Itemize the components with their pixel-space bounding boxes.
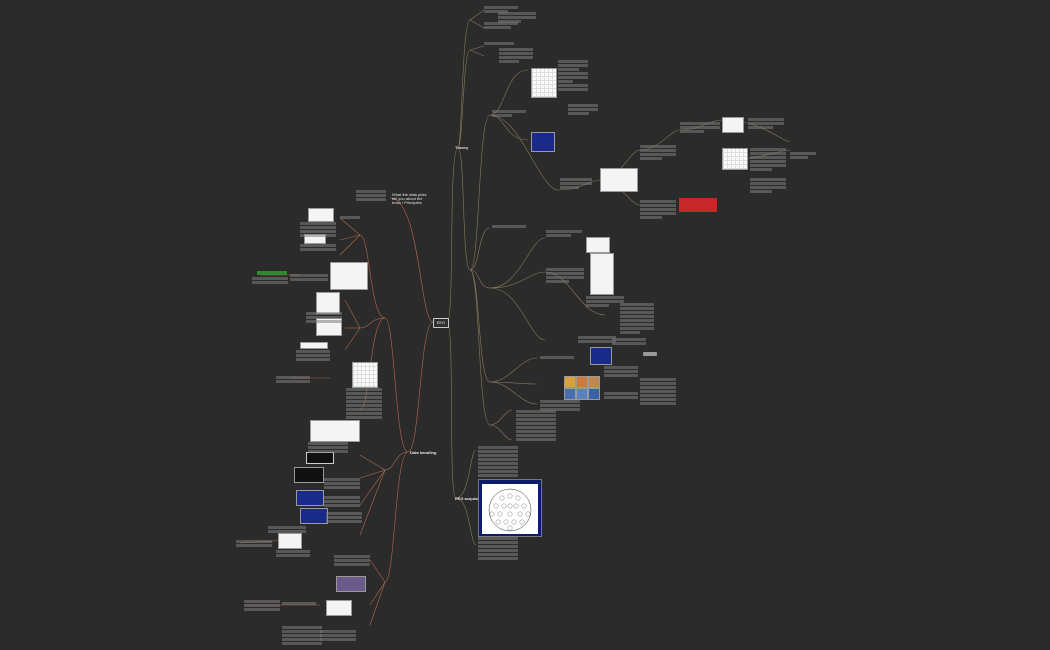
text-block	[276, 550, 310, 558]
thumbnail-image	[576, 376, 588, 388]
text-block	[498, 12, 536, 24]
text-block	[586, 296, 624, 308]
text-block	[268, 526, 306, 534]
text-block	[478, 446, 518, 478]
text-block	[516, 410, 556, 442]
text-block	[478, 537, 518, 561]
thumbnail-image	[722, 117, 744, 133]
text-block	[340, 216, 360, 220]
text-block	[306, 312, 342, 324]
text-block	[790, 152, 816, 160]
text-block	[300, 222, 336, 238]
text-block	[300, 244, 336, 252]
text-block	[620, 303, 654, 335]
thumbnail-image	[278, 533, 302, 549]
text-block	[546, 230, 582, 238]
text-block	[499, 48, 533, 64]
text-block	[308, 442, 348, 454]
text-block	[612, 338, 646, 346]
thumbnail-image	[564, 388, 576, 400]
thumbnail-image	[316, 292, 340, 314]
text-block	[236, 540, 272, 548]
thumbnail-image	[300, 342, 328, 349]
text-block	[748, 118, 784, 130]
text-block	[640, 378, 676, 406]
text-block	[492, 110, 526, 118]
text-block	[244, 600, 280, 612]
text-block	[568, 104, 598, 116]
text-block	[346, 388, 382, 420]
thumbnail-image	[590, 347, 612, 365]
text-block	[604, 392, 638, 400]
text-block	[492, 225, 526, 229]
text-block	[540, 400, 580, 412]
thumbnail-image	[588, 388, 600, 400]
text-block	[296, 350, 330, 362]
thumbnail-image	[308, 208, 334, 222]
thumbnail-image	[590, 253, 614, 295]
thumbnail-image	[576, 388, 588, 400]
text-block	[578, 336, 616, 344]
thumbnail-image	[326, 600, 352, 616]
text-block	[324, 496, 360, 508]
branch-data-handling[interactable]: Data handling	[410, 450, 437, 455]
text-block	[326, 512, 362, 524]
text-block	[750, 148, 786, 172]
text-block	[334, 555, 370, 567]
thumbnail-image	[300, 508, 328, 524]
text-block	[484, 42, 514, 46]
thumbnail-image	[531, 132, 555, 152]
text-block	[282, 626, 322, 646]
thumbnail-image	[352, 362, 378, 388]
text-block	[640, 145, 676, 161]
text-block	[546, 268, 584, 284]
text-block	[484, 6, 518, 14]
thumbnail-image	[600, 168, 638, 192]
eeg-electrode-diagram	[478, 479, 542, 537]
thumbnail-image	[722, 148, 748, 170]
text-block	[290, 274, 328, 282]
branch-theory[interactable]: Theory	[455, 145, 469, 150]
text-block	[540, 356, 574, 360]
text-block	[558, 60, 588, 92]
root-node[interactable]: EEG	[433, 318, 449, 328]
text-block	[560, 178, 592, 190]
thumbnail-image	[564, 376, 576, 388]
thumbnail-image	[336, 576, 366, 592]
text-block	[604, 366, 638, 378]
text-block	[640, 200, 676, 220]
text-block	[484, 22, 518, 30]
green-note	[257, 271, 287, 275]
text-block	[680, 122, 720, 134]
text-block	[324, 478, 360, 490]
text-block	[750, 178, 786, 194]
thumbnail-image	[330, 262, 368, 290]
text-block	[252, 277, 288, 285]
branch-eeg-acquisition[interactable]: EEG acquisition	[455, 496, 486, 501]
text-block	[276, 376, 310, 384]
text-block	[356, 190, 386, 202]
thumbnail-image	[294, 467, 324, 483]
thumbnail-image	[588, 376, 600, 388]
red-note	[679, 198, 717, 212]
thumbnail-image	[296, 490, 324, 506]
text-block	[320, 630, 356, 642]
thumbnail-image	[586, 237, 610, 253]
branch-title-note[interactable]: What the data plots tell you about the b…	[392, 192, 427, 205]
electrode-map	[488, 488, 532, 532]
text-block	[282, 602, 316, 606]
thumbnail-image	[531, 68, 557, 98]
callout-box	[643, 352, 657, 356]
thumbnail-image	[310, 420, 360, 442]
